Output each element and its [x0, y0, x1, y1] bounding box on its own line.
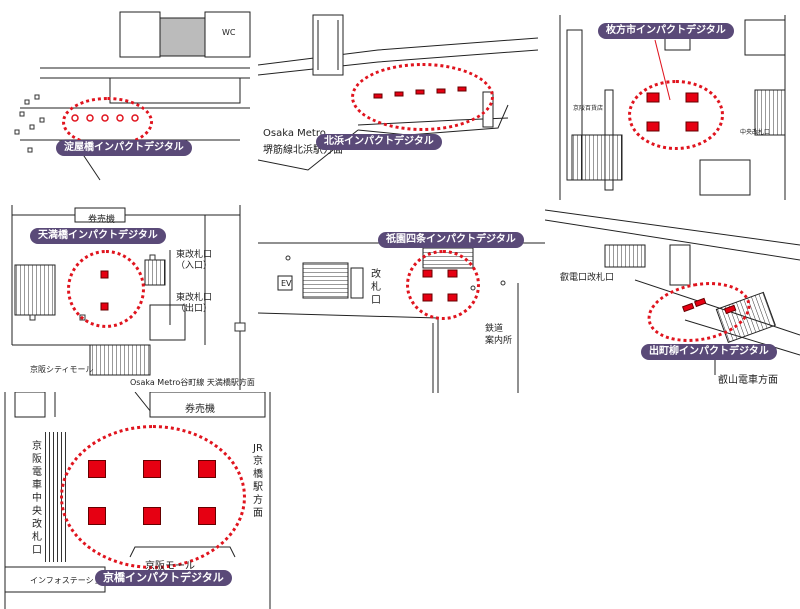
target-area-kyobashi — [60, 425, 246, 569]
target-area-hirakatashi — [628, 80, 724, 150]
gate-stripes — [45, 432, 67, 562]
metro-direction-text: 堺筋線北浜駅方面 — [263, 145, 343, 156]
map-panel-tenmabashi: 券売機 東改札口 （入口） 東改札口 （出口） 京阪シティモール Osaka M… — [0, 205, 258, 390]
screen-3 — [198, 460, 216, 478]
map-panel-hirakatashi: 京阪百貨店 中央改札口 枚方市インパクトデジタル — [545, 15, 800, 200]
wc-sign: WC — [222, 28, 236, 37]
target-area-gionshijo — [406, 250, 480, 320]
map-panel-demachiyanagi: 叡電口改札口 出町柳インパクトデジタル 叡山電車方面 — [545, 205, 800, 390]
floorplan-hirakatashi — [559, 15, 786, 200]
east-gate-out-sub: （出口） — [176, 304, 213, 314]
rail-info-text-2: 案内所 — [485, 336, 513, 346]
station-label-gionshijo[interactable]: 祇園四条インパクトデジタル — [378, 232, 524, 248]
east-gate-in-text: 東改札口 — [176, 250, 213, 260]
keihan-gate-vertical-text: 京阪電車中央改札口 — [32, 441, 42, 556]
screen-5 — [143, 507, 161, 525]
ev-sign: EV — [281, 279, 292, 288]
jr-direction-vertical-text: JR京橋駅方面 — [253, 443, 263, 519]
central-gate-text: 中央改札口 — [740, 129, 771, 136]
floorplan-demachiyanagi — [545, 209, 800, 375]
station-label-kyobashi[interactable]: 京橋インパクトデジタル — [95, 570, 232, 586]
metro-tanimachi-text: Osaka Metro谷町線 天満橋駅方面 — [130, 378, 255, 387]
map-panel-kyobashi: 券売機 京阪電車中央改札口 JR京橋駅方面 京阪モール インフォステーション 京… — [0, 392, 275, 609]
rail-info-text-1: 鉄道 — [485, 324, 504, 334]
station-label-demachiyanagi[interactable]: 出町柳インパクトデジタル — [641, 344, 777, 360]
east-gate-in-sub: （入口） — [176, 261, 213, 271]
screen-4 — [88, 507, 106, 525]
info-station-text: インフォステーション — [30, 576, 110, 585]
screen-6 — [198, 507, 216, 525]
east-gate-out-text: 東改札口 — [176, 293, 213, 303]
gate-vertical-text: 改札口 — [371, 269, 381, 306]
station-label-yodoyabashi[interactable]: 淀屋橋インパクトデジタル — [56, 140, 192, 156]
map-panel-yodoyabashi: WC 淀屋橋インパクトデジタル — [0, 0, 255, 190]
floorplan-yodoyabashi — [14, 11, 251, 181]
target-area-tenmabashi — [67, 250, 145, 328]
dept-store-text: 京阪百貨店 — [573, 105, 604, 112]
ticket-machine-text: 券売機 — [88, 215, 116, 225]
map-panel-kitahama: Osaka Metro 堺筋線北浜駅方面 北浜インパクトデジタル — [258, 10, 538, 190]
target-area-kitahama — [351, 63, 494, 131]
station-label-kitahama[interactable]: 北浜インパクトデジタル — [316, 134, 442, 150]
screen-1 — [88, 460, 106, 478]
floorplan-gionshijo — [258, 242, 548, 393]
kyobashi-ticket-text: 券売機 — [185, 404, 215, 415]
metro-line-text: Osaka Metro — [263, 128, 326, 139]
eiden-gate-text: 叡電口改札口 — [560, 273, 615, 283]
station-label-tenmabashi[interactable]: 天満橋インパクトデジタル — [30, 228, 166, 244]
floorplan-kyobashi — [4, 392, 271, 609]
screen-2 — [143, 460, 161, 478]
map-panel-gionshijo: EV 改札口 鉄道 案内所 祇園四条インパクトデジタル — [258, 228, 548, 393]
kyobashi-mall-text: 京阪モール — [145, 561, 195, 572]
station-label-hirakatashi[interactable]: 枚方市インパクトデジタル — [598, 23, 734, 39]
eiden-direction-text: 叡山電車方面 — [718, 375, 778, 386]
city-mall-text: 京阪シティモール — [30, 365, 94, 374]
